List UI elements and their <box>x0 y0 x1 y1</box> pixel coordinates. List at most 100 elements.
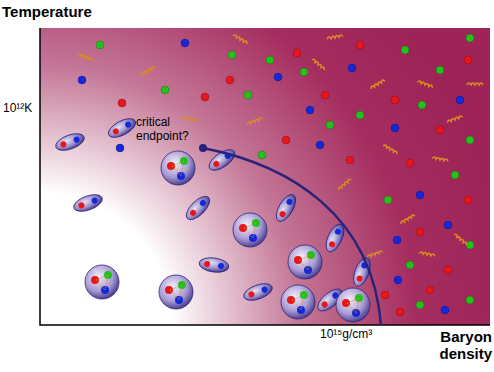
quark <box>393 236 401 244</box>
quark <box>426 286 434 294</box>
gluon <box>338 178 352 190</box>
meson <box>54 130 87 153</box>
gluon <box>347 298 359 313</box>
quark <box>391 124 399 132</box>
quark <box>118 99 126 107</box>
quark <box>282 136 290 144</box>
meson-body <box>272 192 299 225</box>
quark <box>396 308 404 316</box>
quark <box>464 56 472 64</box>
meson-body <box>72 191 105 214</box>
baryon <box>336 288 370 322</box>
quark <box>444 221 452 229</box>
quark <box>416 191 424 199</box>
quark <box>406 159 414 167</box>
quark <box>328 240 336 248</box>
quark <box>96 41 104 49</box>
quark <box>294 256 302 264</box>
quark <box>356 275 364 283</box>
gluon <box>432 157 448 162</box>
gluon <box>327 35 343 40</box>
quark <box>287 296 295 304</box>
gluon <box>370 79 385 89</box>
baryon-body <box>288 245 322 279</box>
gluon <box>400 214 415 224</box>
meson <box>272 192 299 225</box>
baryon-body <box>159 275 193 309</box>
meson <box>242 280 275 303</box>
quark <box>78 202 86 210</box>
gluon <box>383 144 398 154</box>
quark <box>348 64 356 72</box>
quark <box>466 296 474 304</box>
quark <box>293 49 301 57</box>
quark <box>112 127 120 135</box>
meson <box>182 192 213 223</box>
quark <box>165 286 173 294</box>
quark <box>116 144 124 152</box>
quark <box>394 276 402 284</box>
quark <box>326 121 334 129</box>
quark <box>201 93 209 101</box>
baryon-body <box>161 151 195 185</box>
quark <box>441 306 449 314</box>
meson-body <box>242 280 275 303</box>
quark <box>451 171 459 179</box>
meson <box>105 115 138 141</box>
meson-body <box>105 115 138 141</box>
quark <box>316 141 324 149</box>
quark <box>124 121 132 129</box>
gluon <box>77 53 93 60</box>
gluon <box>170 285 182 300</box>
quark <box>181 39 189 47</box>
quark <box>320 300 328 308</box>
quark <box>285 198 293 206</box>
quark <box>60 141 68 149</box>
gluon <box>367 250 383 257</box>
quark <box>436 66 444 74</box>
quark <box>266 56 274 64</box>
baryon-body <box>233 213 267 247</box>
gluon <box>233 34 248 44</box>
quark <box>300 68 308 76</box>
phase-boundary <box>203 148 381 325</box>
gluon <box>96 275 108 290</box>
quark <box>161 86 169 94</box>
quark <box>91 276 99 284</box>
quark <box>189 209 197 217</box>
gluon <box>140 66 155 76</box>
quark <box>381 291 389 299</box>
quark <box>218 263 225 270</box>
quark <box>384 196 392 204</box>
axis-title: Baryon density <box>424 328 492 363</box>
critical-point <box>199 144 207 152</box>
baryon <box>233 213 267 247</box>
gluon <box>182 117 198 122</box>
gluon <box>467 83 483 85</box>
critical-endpoint-label: critical endpoint? <box>136 116 202 144</box>
quark <box>456 96 464 104</box>
quark <box>416 228 424 236</box>
meson <box>198 256 230 274</box>
quark <box>228 51 236 59</box>
axes <box>40 28 490 325</box>
quark <box>406 261 414 269</box>
density-tick: 10¹⁵g/cm³ <box>320 328 420 342</box>
meson-body <box>54 130 87 153</box>
meson <box>72 191 105 214</box>
quark <box>342 299 350 307</box>
quark <box>91 197 99 205</box>
meson-body <box>182 192 213 223</box>
quark <box>466 241 474 249</box>
quark <box>244 91 252 99</box>
baryon <box>159 275 193 309</box>
baryon <box>161 151 195 185</box>
baryon-body <box>281 285 315 319</box>
gluon <box>244 223 256 238</box>
quark <box>321 91 329 99</box>
baryon-body <box>85 265 119 299</box>
baryon <box>85 265 119 299</box>
quark <box>258 151 266 159</box>
quark <box>261 286 269 294</box>
